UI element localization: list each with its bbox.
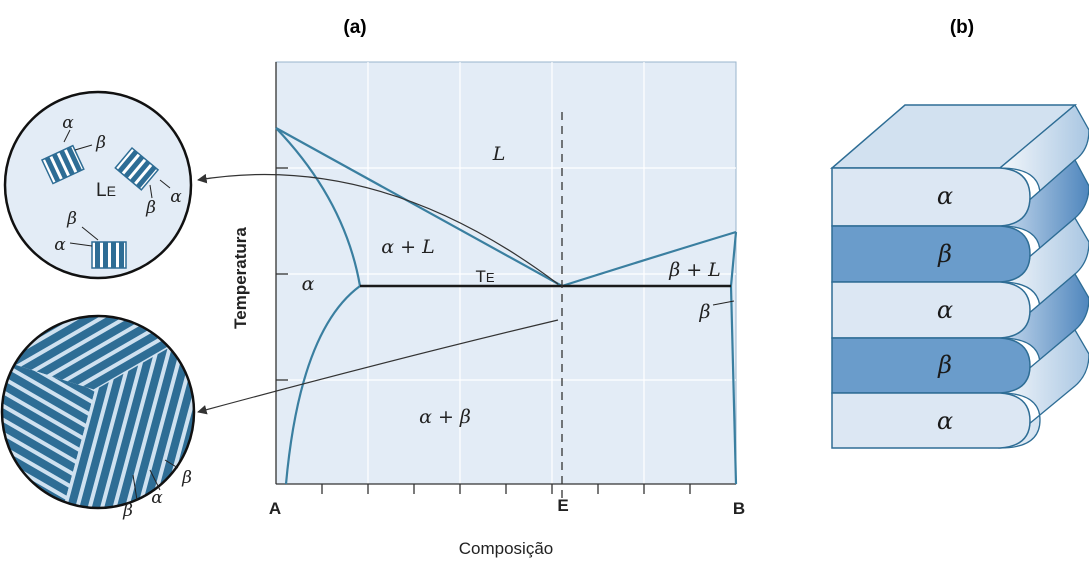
inset-eutectic-microstructure: β β α [0,314,196,521]
layer-4-label: β [937,351,952,379]
top-inset-label-alpha-1: α [62,113,74,133]
plot-axes [275,62,736,494]
beta-pointer [712,300,735,306]
x-axis-label: Composição [459,539,554,558]
top-inset-label-beta-1: β [95,133,106,153]
y-axis-label: Temperatura [231,227,250,329]
panel-b-label: (b) [950,17,974,38]
region-beta-plus-liquid: β + L [668,259,721,281]
layer-2-label: β [937,240,952,268]
liquidus-left [275,127,563,287]
region-alpha-plus-beta: α + β [419,406,471,428]
nucleus-1 [41,144,85,185]
top-inset-label-beta-2: β [145,198,156,218]
arrow-to-bottom-inset [197,319,559,415]
solidus-right [729,231,738,287]
solvus-right [729,285,738,485]
panel-a-label: (a) [343,17,366,38]
x-tick-b: B [733,499,745,518]
top-inset-label-alpha-3: α [54,235,66,255]
layer-3-label: α [937,296,953,324]
nucleus-2 [114,146,160,191]
phase-diagram: L α α + L TE β + L β α + β Temperatura C… [231,61,745,558]
plot-gridlines [276,62,736,484]
region-alpha-plus-liquid: α + L [381,236,434,258]
region-beta: β [699,301,711,323]
layer-1-label: α [937,182,953,210]
liquidus-right [561,230,737,288]
x-tick-e: E [557,496,568,515]
bottom-inset-label-alpha: α [151,488,163,508]
solvus-left [284,285,361,485]
region-liquid: L [492,143,506,165]
block-right-curls [998,103,1089,449]
bottom-inset-label-beta-2: β [181,468,192,488]
arrow-to-top-inset [197,173,559,285]
eutectic-temperature-label: TE [475,267,494,286]
plot-area [275,61,737,485]
top-inset-liquid-label: LE [96,180,116,201]
x-tick-a: A [269,499,281,518]
bottom-inset-label-beta-1: β [122,501,133,521]
solidus-left [275,127,362,287]
inset-liquid-eutectic: α β β α β α LE [3,90,193,280]
nucleus-3 [91,241,127,269]
layer-5-label: α [937,407,953,435]
top-inset-label-alpha-2: α [170,187,182,207]
top-inset-label-beta-3: β [66,209,77,229]
lamellar-block-3d: α β α β α [829,103,1089,449]
phase-boundaries [275,127,738,485]
region-alpha: α [302,273,315,295]
block-front-layers [831,167,1031,449]
